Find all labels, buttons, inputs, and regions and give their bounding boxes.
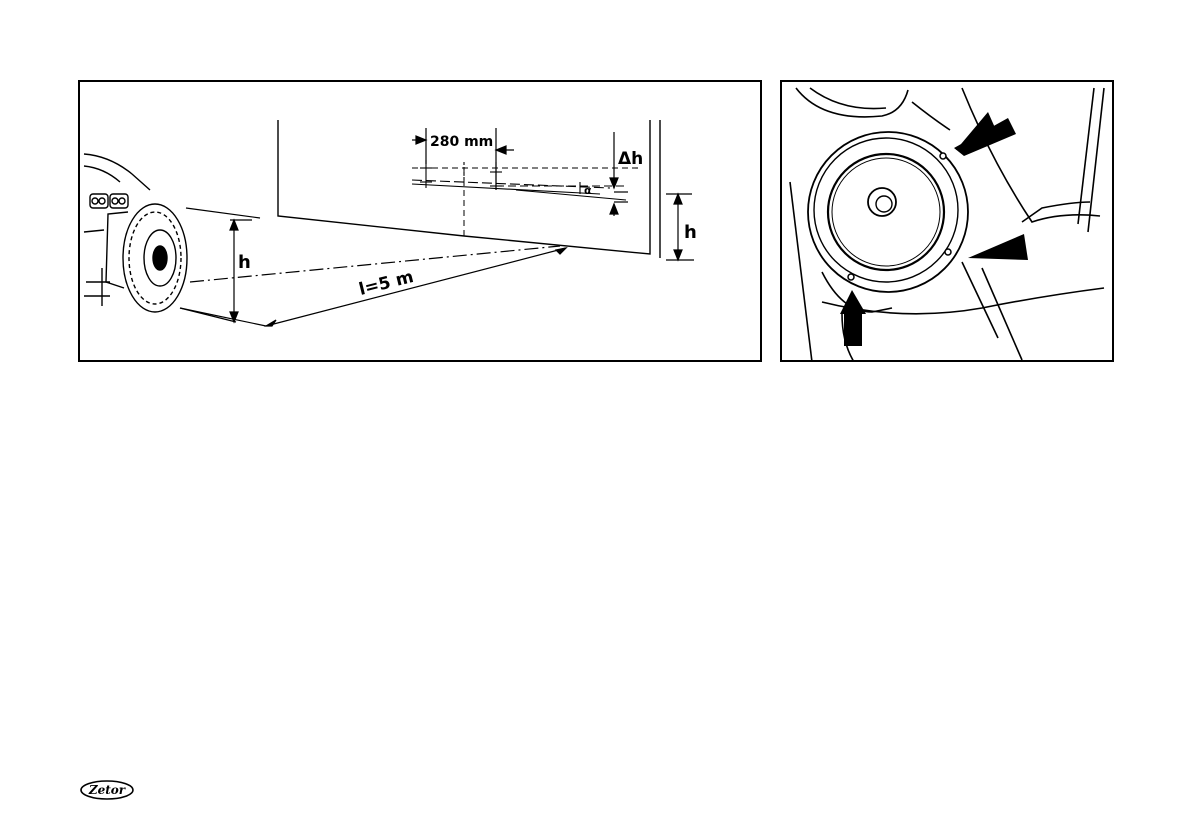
label-h-right: h (684, 222, 697, 243)
screw-bottom (848, 274, 854, 280)
dimension-delta-h (610, 132, 628, 216)
logo-text: Zetor (88, 783, 127, 797)
headlamp-aiming-drawing: h l=5 m 280 mm α (80, 82, 760, 360)
beam-markers (412, 160, 640, 200)
zetor-logo-mark: Zetor (80, 780, 134, 800)
arrow-right-icon (968, 234, 1028, 260)
arrow-bottom-shaft (844, 312, 862, 346)
lamp-housing (790, 88, 1104, 360)
screw-right (945, 249, 951, 255)
headlamp-adjuster-drawing (782, 82, 1112, 360)
headlamp-aiming-figure: h l=5 m 280 mm α (78, 80, 762, 362)
screw-top (940, 153, 946, 159)
label-h-left: h (238, 252, 251, 273)
tractor-front-illustration (84, 154, 187, 312)
label-delta-h: Δh (618, 149, 643, 169)
zetor-logo: Zetor (80, 780, 134, 800)
headlamp-adjuster-figure (780, 80, 1114, 362)
label-spacing: 280 mm (430, 134, 493, 150)
label-alpha: α (584, 184, 592, 197)
